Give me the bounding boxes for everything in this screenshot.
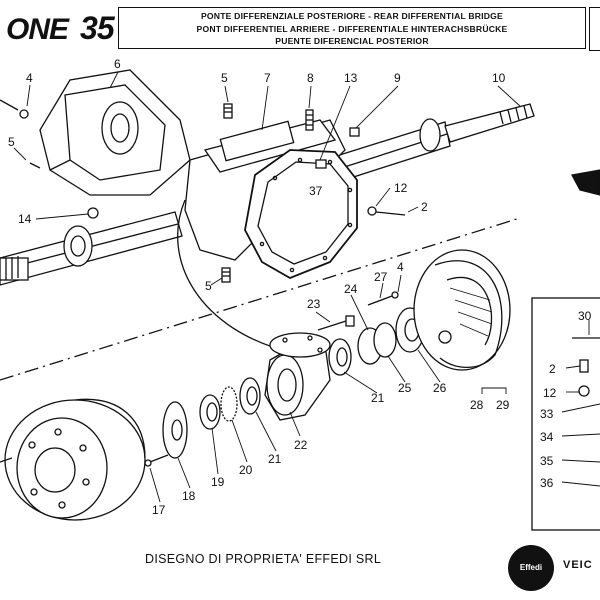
leader-lines [13, 71, 600, 503]
label-6: 6 [114, 57, 121, 71]
label-9: 9 [394, 71, 401, 85]
logo-side-text: VEIC [563, 559, 593, 571]
title-line-1: PONTE DIFFERENZIALE POSTERIORE - REAR DI… [200, 11, 503, 21]
label-17: 17 [152, 503, 166, 517]
label-24: 24 [344, 282, 358, 296]
direction-arrow [571, 169, 600, 196]
label-34: 34 [540, 430, 554, 444]
label-21b: 21 [268, 452, 282, 466]
label-2a: 2 [421, 200, 428, 214]
title-line-3: PUENTE DIFERENCIAL POSTERIOR [275, 36, 429, 46]
footer-text: DISEGNO DI PROPRIETA' EFFEDI SRL [145, 552, 382, 566]
label-29: 29 [496, 398, 510, 412]
plate-number: 35 [80, 10, 115, 46]
label-21a: 21 [371, 391, 385, 405]
label-12b: 12 [543, 386, 557, 400]
label-25: 25 [398, 381, 412, 395]
label-4b: 4 [397, 260, 404, 274]
label-13: 13 [344, 71, 358, 85]
label-5a: 5 [221, 71, 228, 85]
title-block: PONTE DIFFERENZIALE POSTERIORE - REAR DI… [118, 7, 586, 49]
detail-panel [531, 297, 600, 531]
label-27: 27 [374, 270, 388, 284]
label-19: 19 [211, 475, 225, 489]
hub-assembly [0, 249, 511, 521]
upper-hardware [87, 103, 406, 283]
label-8: 8 [307, 71, 314, 85]
brand-logo: ONE 35 [6, 10, 115, 47]
label-18: 18 [182, 489, 196, 503]
label-26: 26 [433, 381, 447, 395]
corner-box [589, 7, 600, 51]
centerline [0, 217, 521, 381]
label-14: 14 [18, 212, 32, 226]
label-22: 22 [294, 438, 308, 452]
part-labels: 4 6 5 7 8 13 9 10 5 37 12 2 14 5 23 24 2… [8, 57, 592, 517]
effedi-logo: Effedi [508, 545, 554, 591]
label-5b: 5 [8, 135, 15, 149]
label-30: 30 [578, 309, 592, 323]
assembly-line [177, 199, 291, 353]
label-12a: 12 [394, 181, 408, 195]
brand-name: ONE [6, 13, 69, 46]
label-5c: 5 [205, 279, 212, 293]
label-37: 37 [309, 184, 323, 198]
axle-housing [0, 69, 535, 286]
label-4a: 4 [26, 71, 33, 85]
label-20: 20 [239, 463, 253, 477]
label-28: 28 [470, 398, 484, 412]
label-23: 23 [307, 297, 321, 311]
label-10: 10 [492, 71, 506, 85]
label-33: 33 [540, 407, 554, 421]
label-7: 7 [264, 71, 271, 85]
label-35: 35 [540, 454, 554, 468]
label-36: 36 [540, 476, 554, 490]
title-line-2: PONT DIFFERENTIEL ARRIERE - DIFFERENTIAL… [196, 23, 508, 34]
label-2b: 2 [549, 362, 556, 376]
